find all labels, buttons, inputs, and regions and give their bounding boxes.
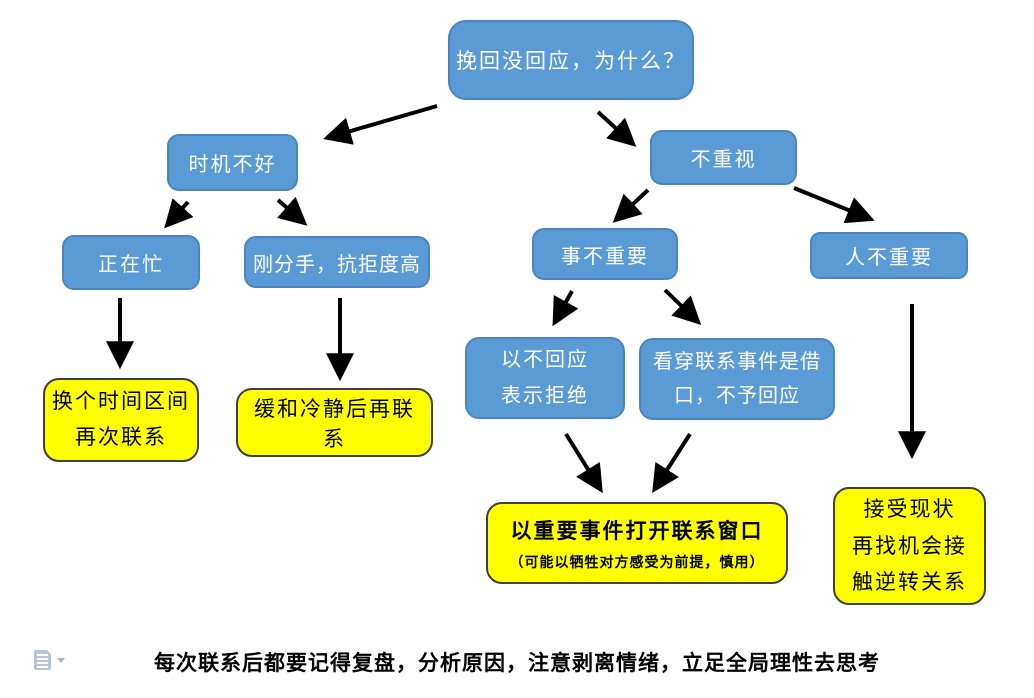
node-title: 以重要事件打开联系窗口 [510,518,764,543]
flow-node-timing-bad: 时机不好 [167,134,298,191]
node-line: 口，不予回应 [674,385,800,407]
node-line: 看穿联系事件是借 [653,351,821,373]
arrow-silent-to-window [564,432,603,494]
node-line: 再次联系 [75,425,167,449]
flow-node-accept-status-quo: 接受现状 再找机会接 触逆转关系 [833,487,986,605]
flow-node-silent-refusal: 以不回应 表示拒绝 [465,337,625,419]
paste-options-button[interactable] [34,646,78,674]
arrow-excuse-to-window [652,432,692,494]
clipboard-paste-icon [34,648,53,670]
chevron-down-icon [57,657,65,663]
flow-node-root: 挽回没回应，为什么？ [448,20,694,100]
arrow-notvalued-to-matter [612,188,650,223]
flow-node-matter-unimportant: 事不重要 [532,228,678,280]
node-line: 表示拒绝 [501,385,589,407]
flow-node-excuse-seen-through: 看穿联系事件是借 口，不予回应 [639,338,835,420]
node-line: 触逆转关系 [852,570,967,595]
flow-node-important-event-window: 以重要事件打开联系窗口 （可能以牺牲对方感受为前提，慎用） [486,502,788,584]
arrow-timing-to-busy [164,198,194,229]
flow-node-just-broke-up: 刚分手，抗拒度高 [244,236,430,288]
arrow-matter-to-silent [552,290,579,327]
arrow-timing-to-brokeup [276,196,308,226]
flow-node-calm-down-first: 缓和冷静后再联系 [236,388,433,457]
node-line: 换个时间区间 [52,389,190,414]
arrow-notvalued-to-person [793,186,875,224]
node-line: 以不回应 [501,349,589,371]
node-note: （可能以牺牲对方感受为前提，慎用） [509,553,765,570]
flow-node-not-valued: 不重视 [650,130,797,185]
arrow-root-to-notvalued [596,110,637,147]
node-line: 再找机会接 [852,533,967,558]
flow-node-person-unimportant: 人不重要 [810,232,968,279]
flow-node-busy-now: 正在忙 [62,235,200,290]
flow-node-change-time-slot: 换个时间区间 再次联系 [43,378,199,462]
arrow-matter-to-excuse [663,288,702,326]
footer-note: 每次联系后都要记得复盘，分析原因，注意剥离情绪，立足全局理性去思考 [154,652,880,675]
arrow-root-to-timing [323,104,438,145]
node-line: 接受现状 [863,496,956,521]
